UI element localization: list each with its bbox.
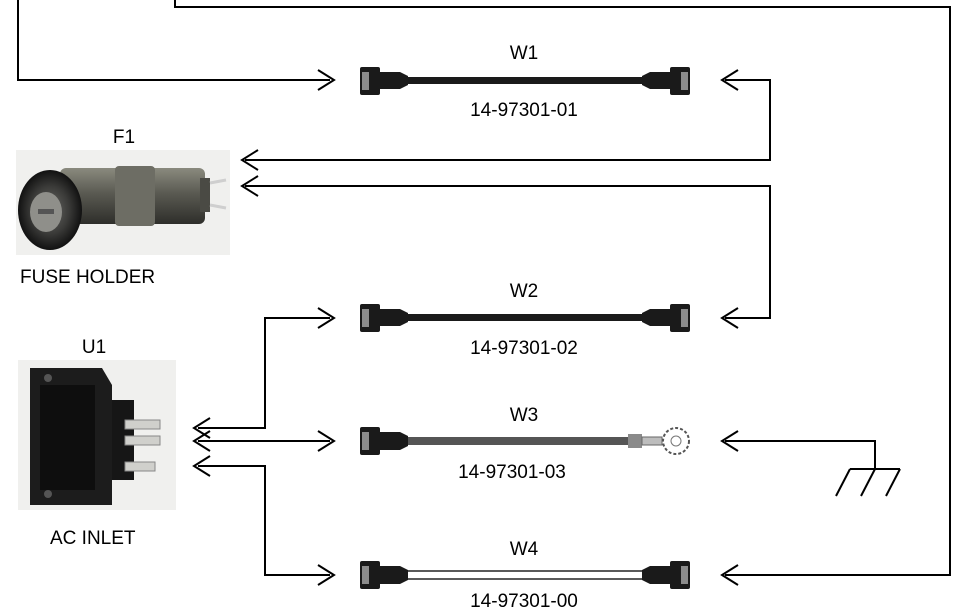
wire-top-to-w4 xyxy=(174,0,951,576)
arrowheads xyxy=(192,69,739,586)
cable-w2 xyxy=(360,304,690,332)
cable-w2-part-number: 14-97301-02 xyxy=(470,338,578,359)
cable-w3 xyxy=(360,427,690,455)
arrow-left-icon xyxy=(720,69,739,91)
cable-w4-ref: W4 xyxy=(509,539,539,560)
ground-icon xyxy=(835,468,901,497)
wire-ground-to-w3 xyxy=(725,440,876,469)
arrow-right-icon xyxy=(317,430,336,452)
arrow-left-icon xyxy=(240,149,259,171)
arrow-left-icon xyxy=(240,175,259,197)
wire-top-to-w1 xyxy=(17,0,330,81)
wire-inlet-to-w4 xyxy=(198,465,330,576)
ac-inlet-icon xyxy=(18,360,176,510)
arrow-right-icon xyxy=(317,69,336,91)
arrow-left-icon xyxy=(720,307,739,329)
arrow-left-icon xyxy=(192,430,211,452)
arrow-left-icon xyxy=(192,455,211,477)
cable-w2-ref: W2 xyxy=(509,281,539,302)
cable-w4-part-number: 14-97301-00 xyxy=(470,591,578,612)
fuse-holder-icon xyxy=(16,150,230,255)
cable-w1-part-number: 14-97301-01 xyxy=(470,100,578,121)
fuse-ref-label: F1 xyxy=(112,127,136,148)
arrow-right-icon xyxy=(317,307,336,329)
cable-w1-ref: W1 xyxy=(509,43,539,64)
wire-inlet-to-w2 xyxy=(198,317,330,429)
inlet-name-label: AC INLET xyxy=(50,528,136,549)
arrow-left-icon xyxy=(720,430,739,452)
wire-w2-to-fuse xyxy=(245,185,771,319)
fuse-name-label: FUSE HOLDER xyxy=(20,267,156,288)
cable-w3-part-number: 14-97301-03 xyxy=(458,462,566,483)
cable-w1 xyxy=(360,67,690,95)
arrow-left-icon xyxy=(720,564,739,586)
cable-w3-ref: W3 xyxy=(509,405,539,426)
wire-w1-to-fuse xyxy=(245,79,771,161)
inlet-ref-label: U1 xyxy=(81,337,107,358)
arrow-right-icon xyxy=(317,564,336,586)
cable-w4 xyxy=(360,561,690,589)
connection-lines xyxy=(17,0,951,576)
